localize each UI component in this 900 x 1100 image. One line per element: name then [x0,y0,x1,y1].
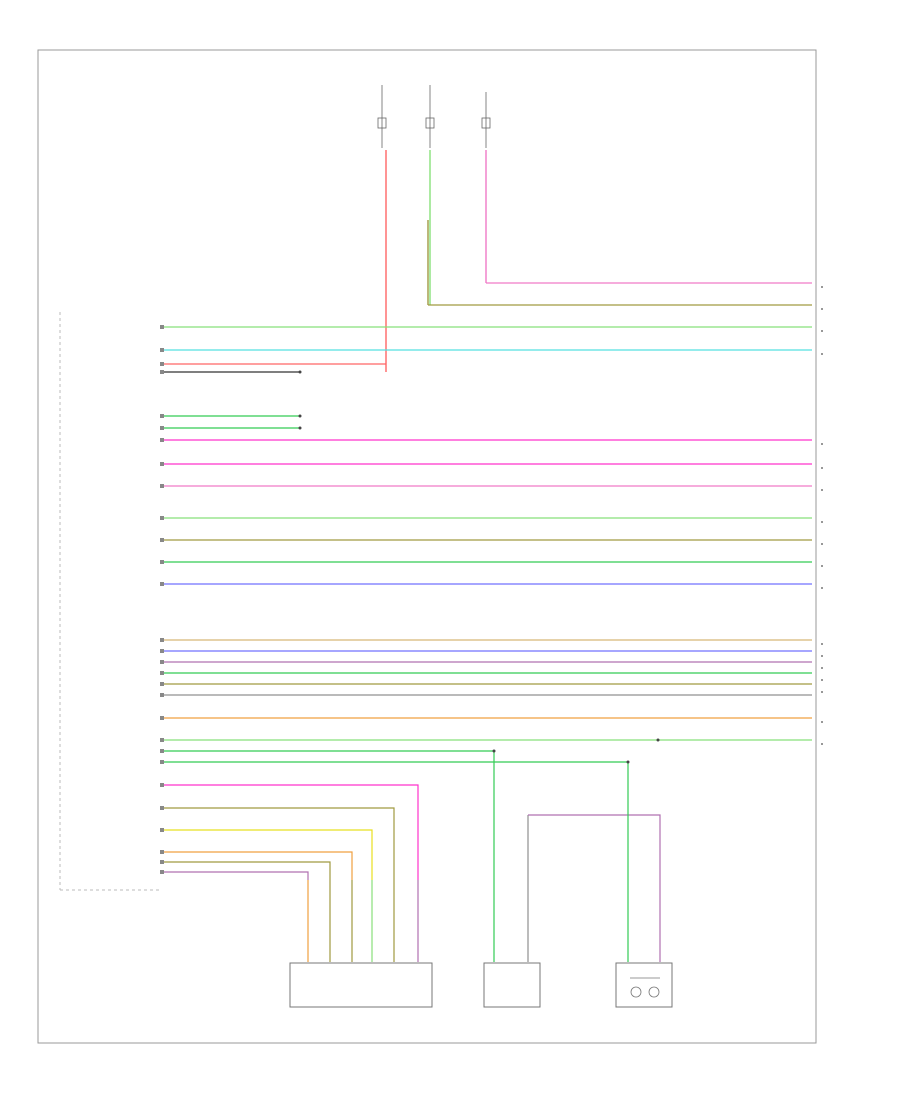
clutch-component [615,962,673,1008]
diagram-border [37,49,817,1044]
switch-wires [493,751,661,962]
sensor-component [289,962,433,1008]
horizontal-wires [160,326,812,763]
clutch-switch-symbol [630,977,660,998]
sensor-wires [160,784,419,880]
fuse-symbols [377,85,491,148]
splice-points [298,370,660,764]
sensor-drop-wires [307,880,419,962]
pin-markers [160,325,164,874]
switch-component [483,962,541,1008]
right-end-terminals [821,286,823,745]
